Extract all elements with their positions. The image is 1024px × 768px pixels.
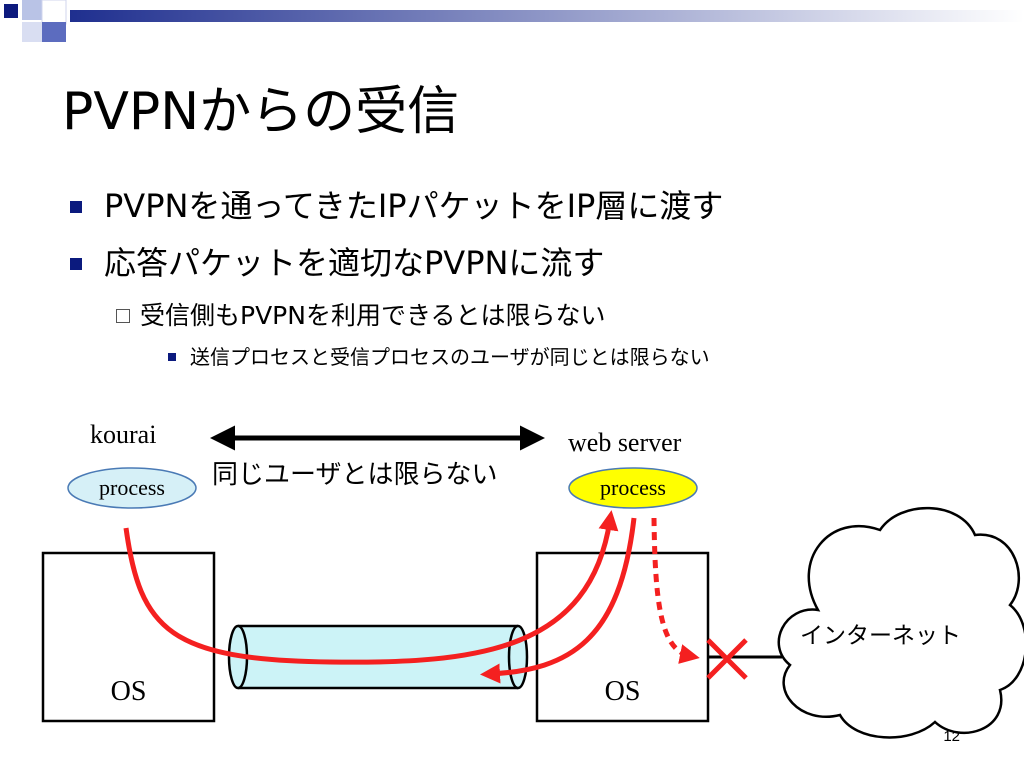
right-user-label: web server [568,428,682,457]
pvpn-tunnel [227,624,529,690]
bullet-2-text: 応答パケットを適切なPVPNに流す [104,244,605,282]
cloud-icon [777,506,1024,739]
reply-path [480,517,637,684]
decorative-squares-icon [0,0,1024,42]
right-process-label: process [600,475,666,500]
hollow-square-bullet-icon [116,309,130,323]
right-process-ellipse [568,467,698,509]
bullet-2: 応答パケットを適切なPVPNに流す [70,243,604,283]
page-number: 12 [943,728,960,745]
square-bullet-icon [70,258,82,270]
page-title: PVPNからの受信 [62,82,460,142]
internet-label: インターネット [800,623,961,649]
middle-label: 同じユーザとは限らない [212,460,498,490]
right-os-label: OS [604,676,641,707]
sub-bullet: 受信側もPVPNを利用できるとは限らない [116,300,605,332]
square-bullet-icon [70,201,82,213]
sub-bullet-text: 受信側もPVPNを利用できるとは限らない [140,301,606,330]
cross-mark-icon [706,638,748,680]
left-user-label: kourai [90,420,157,449]
bullet-1-text: PVPNを通ってきたIPパケットをIP層に渡す [104,187,724,225]
sub-sub-bullet-text: 送信プロセスと受信プロセスのユーザが同じとは限らない [190,345,710,369]
left-os-label: OS [110,676,147,707]
left-process-label: process [99,475,165,500]
sub-sub-bullet: 送信プロセスと受信プロセスのユーザが同じとは限らない [168,344,710,370]
bullet-1: PVPNを通ってきたIPパケットをIP層に渡す [70,186,723,226]
left-process-ellipse [67,467,197,509]
blocked-path [651,517,700,664]
send-path [123,510,619,665]
small-square-bullet-icon [168,353,176,361]
